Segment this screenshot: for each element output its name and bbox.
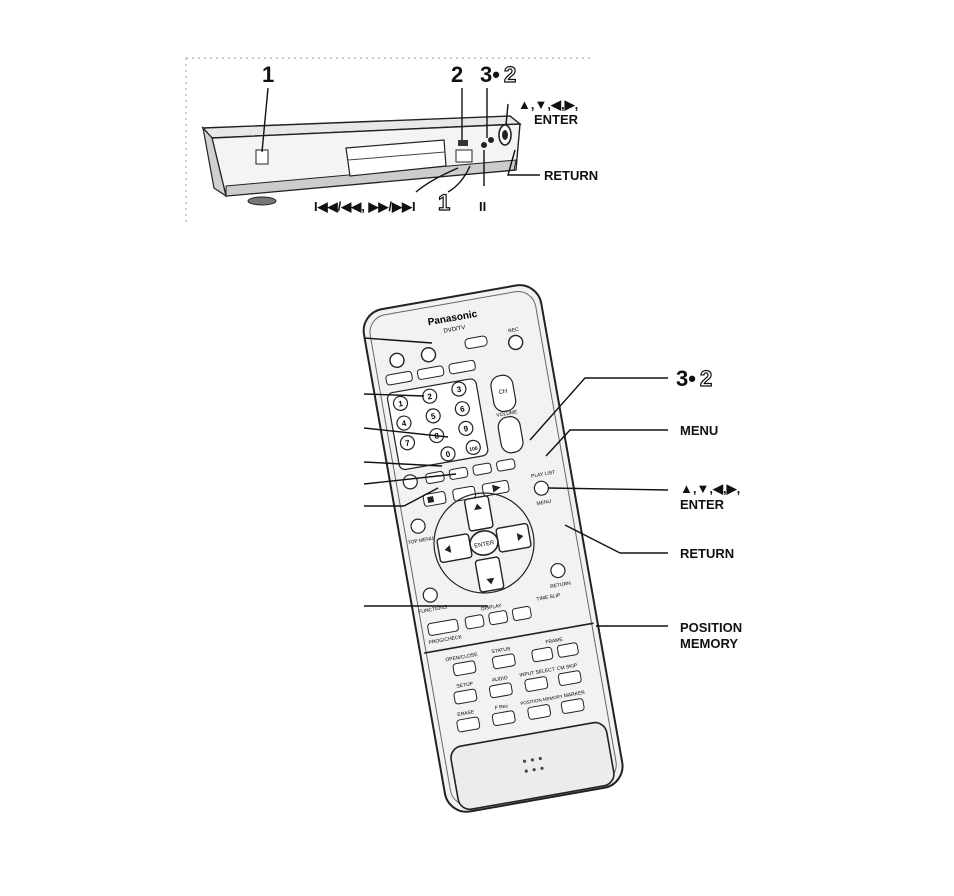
deck-step1-label: 1 — [262, 62, 275, 87]
dpad-ring — [433, 492, 535, 594]
svg-text:AUDIO: AUDIO — [492, 675, 509, 684]
dpad-right — [495, 522, 532, 553]
svg-text:STATUS: STATUS — [491, 646, 511, 655]
remote-position-label: POSITION — [680, 620, 743, 635]
digit-100-label: 100 — [469, 446, 478, 453]
svg-text:OPEN/CLOSE: OPEN/CLOSE — [445, 652, 479, 664]
pause-button — [481, 142, 487, 148]
digit-1-button — [392, 395, 409, 411]
erase-button — [456, 716, 481, 733]
enter-button — [469, 530, 499, 556]
svg-text:ENTER: ENTER — [474, 540, 496, 550]
right-leader-lines — [529, 377, 669, 627]
digit-6-label: 6 — [459, 404, 465, 414]
digit-5-button — [425, 408, 441, 424]
ch-rocker — [490, 374, 517, 412]
dpad-down — [474, 556, 505, 593]
svg-text:DISPLAY: DISPLAY — [481, 603, 503, 613]
sliding-cover — [450, 721, 615, 811]
svg-text:FRAME: FRAME — [545, 637, 564, 646]
disc-tray — [345, 139, 447, 177]
play-list-button — [533, 480, 549, 496]
digit-1-label: 1 — [398, 399, 404, 409]
svg-text:CM SKIP: CM SKIP — [557, 663, 579, 673]
svg-text:F Rec: F Rec — [494, 703, 509, 711]
remote-enter-label: ENTER — [680, 497, 725, 512]
speaker-holes — [522, 756, 544, 773]
marker-button — [560, 698, 585, 714]
deck-skip-search-label: I◀◀/◀◀, ▶▶/▶▶I — [314, 199, 416, 214]
digit-3-label: 3 — [456, 385, 462, 395]
deck-step3-alt-label: 2 — [503, 61, 517, 87]
input-select-button — [524, 676, 549, 692]
digit-7-label: 7 — [405, 438, 411, 448]
svg-text:MARKER: MARKER — [563, 690, 585, 700]
digit-2-button — [422, 388, 438, 404]
remote-memory-label: MEMORY — [680, 636, 739, 651]
position-memory-button — [527, 704, 552, 720]
f-rec-button — [491, 710, 516, 727]
svg-text:SETUP: SETUP — [456, 681, 474, 690]
left-leader-lines — [363, 337, 488, 607]
remote-arrows-label: ▲,▼,◀,▶, — [680, 481, 741, 496]
remote-model: DVD/TV — [443, 325, 466, 335]
top-menu-button — [410, 518, 426, 534]
return-button — [550, 562, 566, 579]
deck-return-label: RETURN — [544, 168, 599, 183]
digit-3-button — [451, 381, 467, 397]
deck-enter-label: ENTER — [534, 112, 579, 127]
svg-text:FUNCTIONS: FUNCTIONS — [418, 604, 448, 615]
remote-return-label: RETURN — [680, 546, 735, 561]
functions-button — [422, 587, 438, 603]
open-button — [458, 140, 468, 146]
svg-text:VOLUME: VOLUME — [496, 409, 518, 419]
deck-step2-label: 2 — [451, 62, 464, 87]
skip-buttons — [455, 149, 473, 163]
digit-9-button — [458, 420, 474, 436]
svg-text:TOP MENU: TOP MENU — [407, 536, 434, 547]
digit-4-button — [396, 415, 412, 431]
ff-button — [496, 458, 516, 472]
digit-5-label: 5 — [430, 411, 436, 421]
digit-7-button — [399, 435, 416, 451]
svg-text:ERASE: ERASE — [457, 709, 475, 718]
deck-step1-alt-label: 1 — [437, 189, 451, 215]
mode-switch — [464, 335, 488, 350]
digit-2-label: 2 — [427, 392, 433, 402]
remote-menu-label: MENU — [680, 423, 719, 438]
deck-pause-label: II — [479, 199, 487, 214]
digit-0-button — [440, 446, 456, 462]
dpad-left — [436, 533, 473, 564]
cm-skip-button — [557, 670, 582, 686]
rewind-button — [472, 462, 492, 476]
digit-4-label: 4 — [401, 419, 407, 429]
deck-step3-label: 3• — [480, 62, 500, 87]
svg-text:MENU: MENU — [536, 499, 552, 508]
power-button — [389, 352, 405, 369]
digit-0-label: 0 — [445, 449, 451, 459]
audio-button — [488, 682, 513, 699]
rec-button — [507, 334, 524, 351]
svg-text:CH: CH — [498, 389, 508, 396]
status-button — [491, 653, 516, 670]
setup-button — [453, 688, 478, 705]
tv-power-button — [420, 347, 437, 363]
svg-text:REC: REC — [508, 327, 520, 335]
open-close-button — [452, 660, 477, 677]
svg-text:RETURN: RETURN — [550, 581, 572, 591]
digit-9-label: 9 — [463, 424, 469, 434]
deck-arrows-label: ▲,▼,◀,▶, — [518, 97, 579, 112]
svg-text:PLAY LIST: PLAY LIST — [531, 470, 556, 480]
digit-6-button — [454, 401, 470, 417]
svg-text:TIME SLIP: TIME SLIP — [536, 592, 562, 602]
volume-rocker — [497, 416, 524, 454]
svg-text:PROG/CHECK: PROG/CHECK — [428, 634, 463, 646]
remote-step3-alt-label: 2 — [699, 365, 713, 391]
digit-100-button — [465, 439, 481, 455]
remote-step3-label: 3• — [676, 366, 696, 391]
dpad-up — [463, 495, 494, 532]
